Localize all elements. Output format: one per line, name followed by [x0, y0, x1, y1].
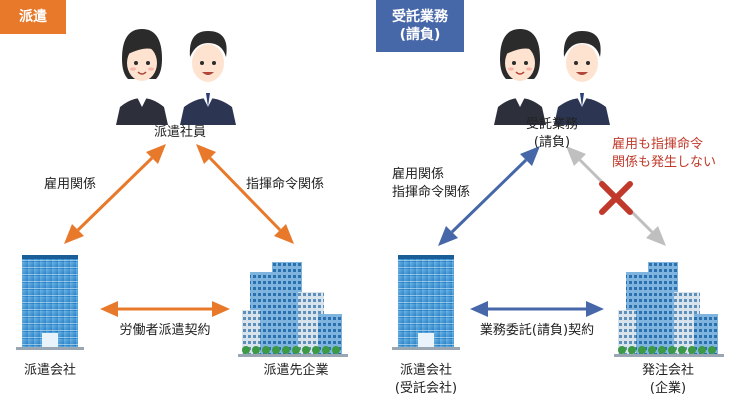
dispatch-tag-label: 派遣: [19, 9, 47, 25]
command-label: 指揮命令関係: [246, 177, 325, 192]
no-relation-line2: 関係も発生しない: [612, 155, 717, 170]
office-building-icon: [392, 255, 460, 350]
contracting-tag-line1: 受託業務: [392, 9, 448, 25]
contracting-tag-line2: (請負): [399, 27, 441, 43]
contract-worker-label: 受託業務 (請負): [526, 116, 578, 152]
company-buildings-icon: [614, 262, 724, 357]
employment-command-label: 雇用関係 指揮命令関係: [392, 166, 470, 202]
outsourcing-contract-arrow: [470, 301, 604, 317]
no-relation-label: 雇用も指揮命令 関係も発生しない: [612, 136, 716, 172]
ordering-company-label: 発注会社 (企業): [642, 362, 694, 398]
contractor-company-label: 派遣会社 (受託会社): [395, 362, 457, 398]
company-buildings-icon: [238, 262, 348, 357]
outsourcing-contract-label: 業務委託(請負)契約: [479, 323, 595, 338]
businessman-icon: [554, 31, 610, 125]
businessman-icon: [180, 31, 236, 125]
dispatch-worker-label: 派遣社員: [153, 125, 207, 140]
businesswoman-icon: [493, 28, 547, 126]
businesswoman-icon: [115, 28, 169, 126]
no-relation-line1: 雇用も指揮命令: [612, 137, 704, 152]
command-arrow: [196, 144, 294, 244]
contract-worker-line1: 受託業務: [525, 117, 579, 132]
employment-arrow: [64, 144, 166, 244]
dispatch-client-label: 派遣先企業: [263, 363, 329, 378]
contract-worker-line2: (請負): [533, 135, 571, 150]
cross-mark-icon: [599, 181, 633, 215]
contractor-line1: 派遣会社: [399, 363, 452, 378]
employment-label: 雇用関係: [44, 177, 97, 192]
employment-command-arrow: [438, 146, 540, 246]
dispatch-contract-label: 労働者派遣契約: [119, 323, 211, 338]
contracting-tag: 受託業務 (請負): [376, 0, 464, 52]
employment-command-line2: 指揮命令関係: [392, 185, 471, 200]
ordering-line1: 発注会社: [641, 363, 695, 378]
dispatch-contract-arrow: [100, 301, 230, 317]
dispatch-tag: 派遣: [0, 0, 66, 34]
dispatch-agency-label: 派遣会社: [23, 363, 77, 378]
employment-command-line1: 雇用関係: [392, 167, 445, 182]
office-building-icon: [16, 255, 84, 350]
contractor-line2: (受託会社): [394, 381, 458, 396]
ordering-line2: (企業): [649, 381, 687, 396]
